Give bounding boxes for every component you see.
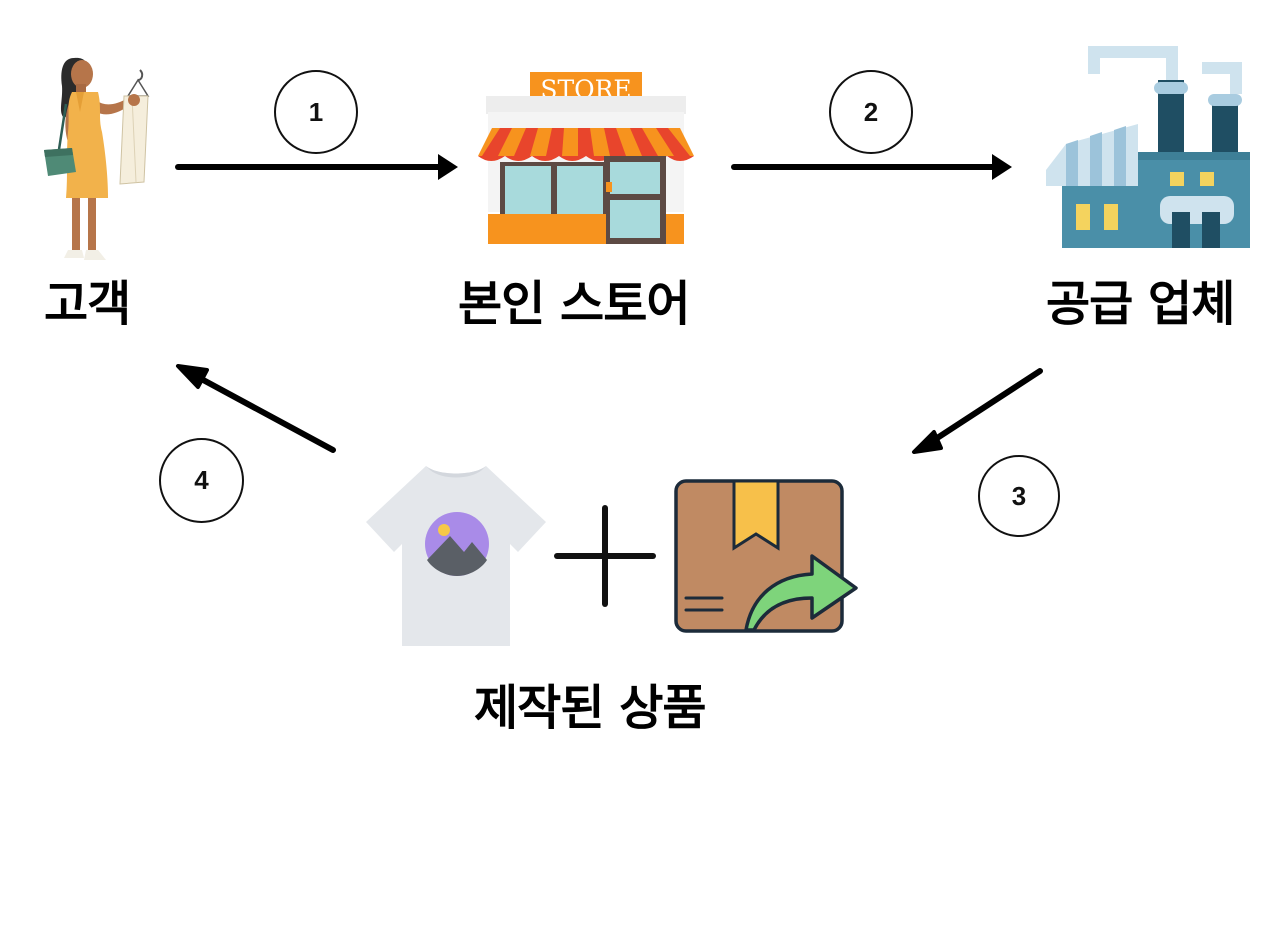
tshirt-icon <box>366 466 546 646</box>
step-2-badge: 2 <box>829 70 913 154</box>
customer-label: 고객 <box>44 276 131 332</box>
shopper-icon <box>44 57 150 260</box>
arrow-step-1 <box>175 154 458 180</box>
shipping-box-icon <box>674 479 858 633</box>
arrow-step-3 <box>912 368 1043 454</box>
share-arrow-icon <box>744 554 858 632</box>
store-awning <box>478 128 694 161</box>
store-icon: STORE <box>478 72 694 244</box>
step-1-badge: 1 <box>274 70 358 154</box>
step-4-badge: 4 <box>159 438 244 523</box>
arrow-step-2 <box>731 154 1012 180</box>
supplier-label: 공급 업체 <box>1046 276 1235 332</box>
plus-icon <box>554 505 656 607</box>
store-label: 본인 스토어 <box>458 276 691 332</box>
factory-icon <box>1046 46 1250 248</box>
arrow-step-4 <box>176 364 336 453</box>
product-label: 제작된 상품 <box>474 680 707 736</box>
step-3-badge: 3 <box>978 455 1060 537</box>
